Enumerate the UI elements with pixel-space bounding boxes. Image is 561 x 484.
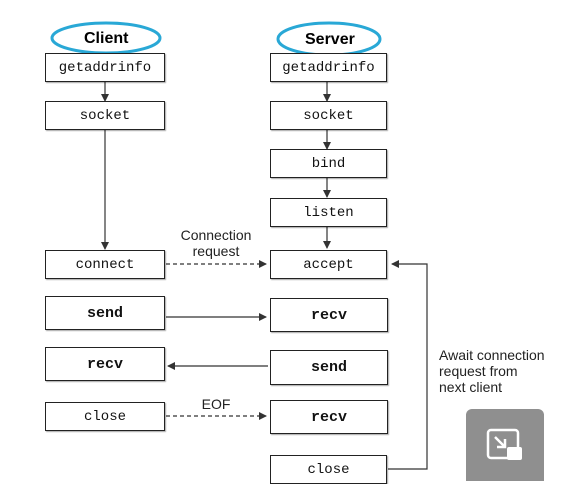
client-send-box: send	[45, 296, 165, 330]
server-socket-box: socket	[270, 101, 387, 130]
connection-label-line1: Connection	[180, 227, 252, 243]
server-listen-box: listen	[270, 198, 387, 227]
arrow-await-loop	[388, 260, 428, 470]
server-close-box: close	[270, 455, 387, 484]
await-label-line1: Await connection	[439, 347, 545, 363]
client-getaddrinfo-box: getaddrinfo	[45, 53, 165, 82]
server-recv-box: recv	[270, 298, 388, 332]
client-close-box: close	[45, 402, 165, 431]
connection-label-line2: request	[192, 243, 240, 259]
client-recv-box: recv	[45, 347, 165, 381]
client-header: Client	[84, 30, 129, 47]
eof-label: EOF	[201, 396, 231, 412]
client-socket-box: socket	[45, 101, 165, 130]
await-label: Await connection request from next clien…	[439, 347, 545, 395]
picture-in-picture-exit-icon	[486, 428, 522, 460]
popout-button[interactable]	[466, 409, 544, 481]
await-label-line2: request from	[439, 363, 518, 379]
await-label-line3: next client	[439, 379, 503, 395]
connection-request-label: Connection request	[170, 227, 262, 259]
server-getaddrinfo-box: getaddrinfo	[270, 53, 387, 82]
server-accept-box: accept	[270, 250, 387, 279]
server-recv2-box: recv	[270, 400, 388, 434]
client-connect-box: connect	[45, 250, 165, 279]
server-header: Server	[305, 31, 355, 48]
server-bind-box: bind	[270, 149, 387, 178]
server-send-box: send	[270, 350, 388, 385]
